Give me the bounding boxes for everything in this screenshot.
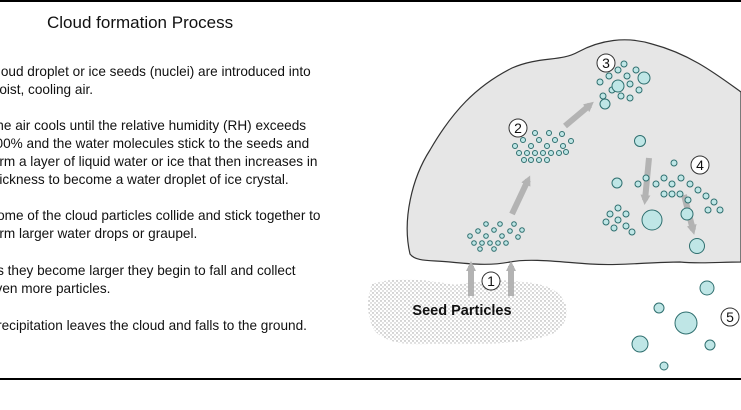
step-4-text: As they become larger they begin to fall…	[0, 263, 296, 296]
svg-text:4: 4	[696, 157, 704, 173]
step-5-text: Precipitation leaves the cloud and falls…	[0, 318, 307, 333]
arrow-step-1-to-2	[509, 175, 531, 216]
step-1-text: Cloud droplet or ice seeds (nuclei) are …	[0, 64, 311, 97]
step-3-text: Some of the cloud particles collide and …	[0, 208, 321, 241]
marker-5: 5	[720, 307, 740, 327]
page-title: Cloud formation Process	[47, 13, 234, 32]
marker-4: 4	[690, 155, 710, 175]
arrow-step-2-to-3	[563, 101, 594, 129]
cloud-shape	[406, 39, 741, 266]
marker-1: 1	[481, 271, 501, 291]
droplets-step-1	[467, 221, 525, 252]
marker-2: 2	[508, 118, 528, 138]
droplets-step-3	[596, 60, 651, 110]
step-2-text: The air cools until the relative humidit…	[0, 118, 318, 187]
seed-particles-label: Seed Particles	[412, 303, 511, 319]
top-rule	[0, 0, 741, 2]
step-text-column: Cloud droplet or ice seeds (nuclei) are …	[0, 0, 360, 378]
seed-particle-haze	[368, 279, 567, 345]
droplets-step-5	[631, 280, 716, 371]
svg-text:1: 1	[487, 273, 495, 289]
marker-3: 3	[596, 53, 616, 73]
bottom-rule	[0, 378, 741, 380]
svg-text:2: 2	[514, 120, 522, 136]
svg-text:3: 3	[602, 55, 610, 71]
droplets-step-2	[512, 130, 574, 163]
droplets-step-4	[602, 135, 724, 254]
svg-text:5: 5	[726, 309, 734, 325]
